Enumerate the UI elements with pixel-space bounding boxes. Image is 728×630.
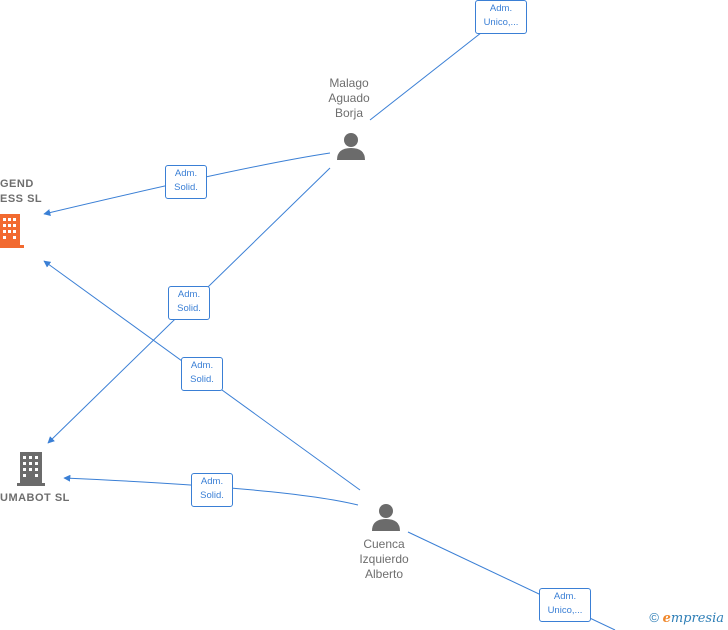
edge-label-line: Adm. — [489, 3, 513, 14]
person-name-line: Alberto — [364, 567, 404, 581]
edge-malago-to-gend — [43, 152, 331, 216]
edge-label-adm-unico[interactable]: Adm. Unico,... — [539, 588, 591, 622]
person-icon[interactable] — [336, 131, 366, 161]
edge-label-line: Adm. — [174, 168, 198, 179]
edge-label-line: Adm. — [200, 476, 224, 487]
edge-label-adm-solid[interactable]: Adm. Solid. — [191, 473, 233, 507]
company-label-umabot[interactable]: UMABOT SL — [0, 491, 70, 506]
edge-label-line: Adm. — [177, 289, 201, 300]
edge-label-adm-solid[interactable]: Adm. Solid. — [181, 357, 223, 391]
edge-label-line: Solid. — [177, 303, 201, 314]
company-name-line: UMABOT SL — [0, 492, 70, 504]
edge-label-line: Solid. — [190, 374, 214, 385]
edge-label-line: Unico,... — [547, 605, 583, 616]
person-name-line: Cuenca — [363, 537, 405, 551]
company-label-gend[interactable]: GEND ESS SL — [0, 177, 42, 207]
edge-label-adm-solid[interactable]: Adm. Solid. — [165, 165, 207, 199]
person-label-malago[interactable]: Malago Aguado Borja — [319, 76, 379, 121]
person-label-cuenca[interactable]: Cuenca Izquierdo Alberto — [349, 537, 419, 582]
edge-label-adm-solid[interactable]: Adm. Solid. — [168, 286, 210, 320]
empresia-logo-rest: mpresia — [670, 611, 724, 626]
empresia-logo: empresia — [663, 611, 724, 626]
person-name-line: Malago — [329, 76, 369, 90]
company-name-line: ESS SL — [0, 193, 43, 205]
edge-malago-to-offscreen-top — [369, 17, 501, 121]
person-name-line: Borja — [334, 106, 363, 120]
copyright-symbol: © — [649, 610, 659, 625]
edge-label-adm-unico[interactable]: Adm. Unico,... — [475, 0, 527, 34]
person-name-line: Izquierdo — [359, 552, 409, 566]
edge-label-line: Solid. — [174, 182, 198, 193]
edge-cuenca-to-umabot — [63, 474, 359, 506]
building-icon[interactable] — [0, 214, 26, 248]
building-icon[interactable] — [17, 452, 45, 486]
edge-label-line: Adm. — [190, 360, 214, 371]
edge-label-line: Solid. — [200, 490, 224, 501]
person-name-line: Aguado — [328, 91, 370, 105]
edge-label-line: Adm. — [553, 591, 577, 602]
empresia-watermark: © empresia — [649, 610, 724, 626]
edge-label-line: Unico,... — [483, 17, 519, 28]
person-icon[interactable] — [371, 502, 401, 532]
empresia-logo-e: e — [662, 611, 671, 626]
company-name-line: GEND — [0, 178, 34, 190]
